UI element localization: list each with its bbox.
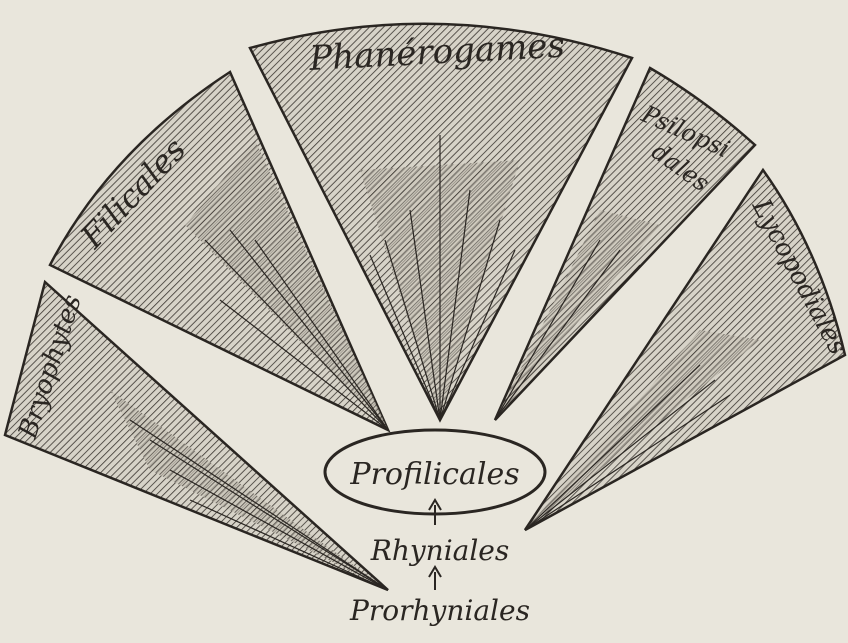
wedge-lycopodiales: Lycopodiales [525, 170, 848, 530]
stem: Rhyniales Prorhyniales [349, 500, 530, 627]
stem-label-prorhyniales: Prorhyniales [349, 594, 530, 627]
stem-label-rhyniales: Rhyniales [370, 534, 510, 567]
core-label: Profilicales [349, 457, 519, 492]
